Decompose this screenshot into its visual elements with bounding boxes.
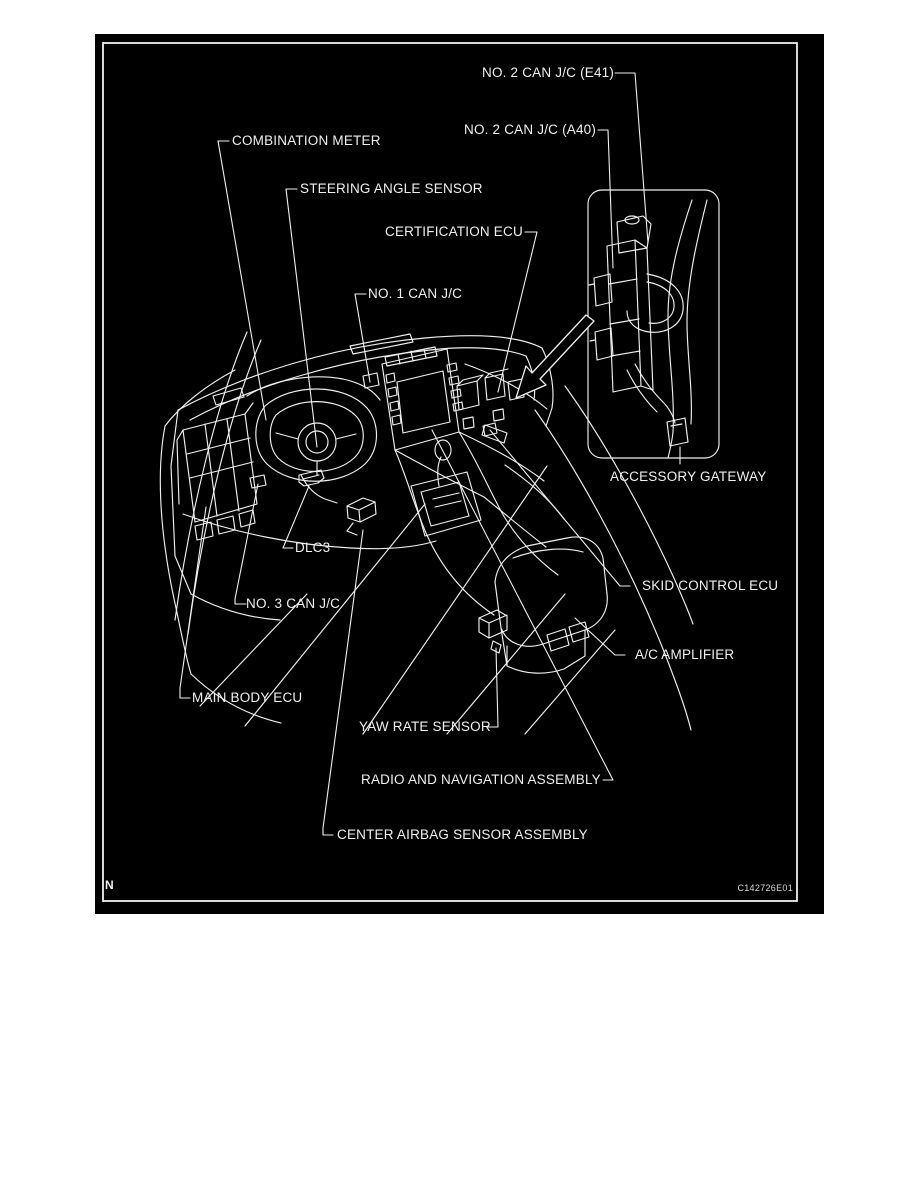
nav-screen xyxy=(396,370,451,434)
floor-lines xyxy=(190,465,616,735)
figure-drawing xyxy=(102,42,798,902)
shifter-base xyxy=(410,471,482,537)
leader-steering-angle-sensor xyxy=(285,188,318,448)
gateway-bottom-connector xyxy=(666,417,689,447)
no1-can-part xyxy=(362,372,380,389)
a-pillar-lines xyxy=(174,331,262,635)
label-no1-can-jc: NO. 1 CAN J/C xyxy=(368,286,463,301)
steering-spokes xyxy=(275,432,357,476)
steering-wheel-rim xyxy=(255,388,378,482)
leader-radio-nav xyxy=(431,429,614,781)
label-dlc3: DLC3 xyxy=(295,540,331,555)
rear-console-vents xyxy=(546,621,590,652)
glovebox-handle xyxy=(481,424,508,444)
label-accessory-gateway: ACCESSORY GATEWAY xyxy=(610,469,767,484)
leader-no1-can-jc xyxy=(354,293,371,383)
no3-can-part xyxy=(249,474,267,489)
leader-certification-ecu xyxy=(497,231,538,393)
leader-lines xyxy=(179,72,681,836)
figure-border xyxy=(102,42,798,902)
label-no2-can-jc-e41: NO. 2 CAN J/C (E41) xyxy=(482,65,615,80)
label-yaw-rate-sensor: YAW RATE SENSOR xyxy=(359,719,491,734)
component-location-figure: NO. 2 CAN J/C (E41) NO. 2 CAN J/C (A40) … xyxy=(95,34,824,914)
dashboard-lower xyxy=(170,409,437,621)
leader-skid-control-ecu xyxy=(489,429,631,587)
label-no3-can-jc: NO. 3 CAN J/C xyxy=(246,596,341,611)
leader-dlc3 xyxy=(282,485,310,549)
left-body-edge xyxy=(159,369,236,675)
leader-main-body-ecu xyxy=(179,506,207,699)
leader-ac-amplifier xyxy=(574,617,626,656)
wire-harness xyxy=(626,273,684,424)
leader-no2-can-jc-e41 xyxy=(614,72,649,244)
dlc3-connector-part xyxy=(298,469,325,487)
label-certification-ecu: CERTIFICATION ECU xyxy=(385,224,523,239)
door-sill-lines xyxy=(534,385,694,731)
leader-combination-meter xyxy=(217,140,267,421)
label-steering-angle-sensor: STEERING ANGLE SENSOR xyxy=(300,181,483,196)
steering-hub-inner xyxy=(305,430,329,454)
passenger-dash-lines xyxy=(394,363,548,498)
gateway-top-box xyxy=(616,215,652,254)
fuse-box-relays xyxy=(194,509,256,541)
steering-column xyxy=(300,474,338,504)
leader-no3-can-jc xyxy=(234,483,259,605)
leader-center-airbag xyxy=(322,529,364,836)
console-edges xyxy=(394,431,559,616)
accessory-gateway-unit xyxy=(606,239,654,393)
location-arrow xyxy=(515,314,595,399)
inset-pillar-lines xyxy=(667,199,708,459)
footer-left-mark: N xyxy=(105,878,114,892)
center-airbag-sensor-part xyxy=(346,497,377,536)
label-center-airbag-sensor-assembly: CENTER AIRBAG SENSOR ASSEMBLY xyxy=(337,827,588,842)
label-main-body-ecu: MAIN BODY ECU xyxy=(192,690,303,705)
nav-buttons xyxy=(385,362,464,426)
label-no2-can-jc-a40: NO. 2 CAN J/C (A40) xyxy=(464,122,597,137)
footer-drawing-code: C142726E01 xyxy=(737,883,793,893)
label-skid-control-ecu: SKID CONTROL ECU xyxy=(642,578,779,593)
gateway-top-cap xyxy=(624,215,640,225)
label-combination-meter: COMBINATION METER xyxy=(232,133,381,148)
glovebox-lines xyxy=(483,464,565,548)
leader-no2-can-jc-a40 xyxy=(597,129,614,269)
fuse-box-main-body-ecu xyxy=(176,402,258,523)
steering-hub-outer xyxy=(297,422,337,462)
shift-knob xyxy=(434,439,452,461)
nav-top-vents xyxy=(384,346,438,367)
label-radio-and-navigation-assembly: RADIO AND NAVIGATION ASSEMBLY xyxy=(361,772,601,787)
cluster-hood xyxy=(246,376,381,401)
yaw-rate-sensor-part xyxy=(478,609,508,654)
label-ac-amplifier: A/C AMPLIFIER xyxy=(635,647,735,662)
rear-console xyxy=(494,536,608,674)
leader-yaw-rate-sensor xyxy=(487,647,499,728)
defroster-vent xyxy=(212,333,414,406)
ecu-cluster-parts xyxy=(456,368,525,437)
gateway-connectors xyxy=(588,273,614,361)
